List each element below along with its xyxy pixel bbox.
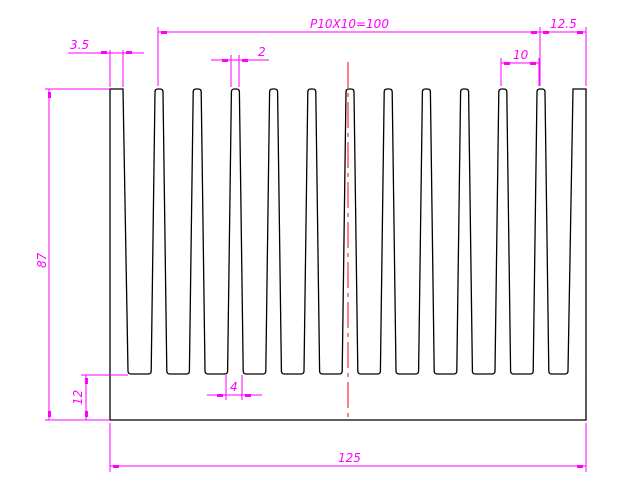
dim-label: 12 <box>71 390 85 405</box>
arrow-marker <box>48 411 51 417</box>
dim-label: 2 <box>258 45 266 59</box>
arrow-marker <box>504 62 510 65</box>
arrow-marker <box>101 51 107 54</box>
arrow-marker <box>245 394 251 397</box>
arrow-marker <box>85 411 88 417</box>
dim-pitch-total: P10X10=100 12.5 <box>157 17 587 86</box>
arrow-marker <box>543 31 549 34</box>
dim-label: 12.5 <box>550 17 577 31</box>
arrow-marker <box>161 31 167 34</box>
dim-fin-tip-width: 2 <box>211 45 269 87</box>
arrow-marker <box>85 378 88 384</box>
arrow-marker <box>222 59 228 62</box>
dim-label: 3.5 <box>70 38 89 52</box>
dim-label: 87 <box>35 252 49 268</box>
dim-label: 10 <box>513 48 529 62</box>
dim-pitch: 10 <box>500 48 540 86</box>
arrow-marker <box>242 59 248 62</box>
dim-total-width: 125 <box>109 423 587 472</box>
arrow-marker <box>48 92 51 98</box>
dim-label: P10X10=100 <box>310 17 389 31</box>
dim-height: 87 <box>35 88 110 421</box>
dim-fin-base-width: 4 <box>207 375 262 400</box>
dim-label: 125 <box>338 451 361 465</box>
arrow-marker <box>113 465 119 468</box>
arrow-marker <box>577 465 583 468</box>
arrow-marker <box>217 394 223 397</box>
arrow-marker <box>577 31 583 34</box>
dim-base-thickness: 12 <box>71 374 128 420</box>
dim-label: 4 <box>230 380 238 394</box>
arrow-marker <box>531 31 537 34</box>
dim-fin-edge-width: 3.5 <box>68 38 144 87</box>
arrow-marker <box>126 51 132 54</box>
heatsink-outline <box>109 88 587 421</box>
arrow-marker <box>530 62 536 65</box>
